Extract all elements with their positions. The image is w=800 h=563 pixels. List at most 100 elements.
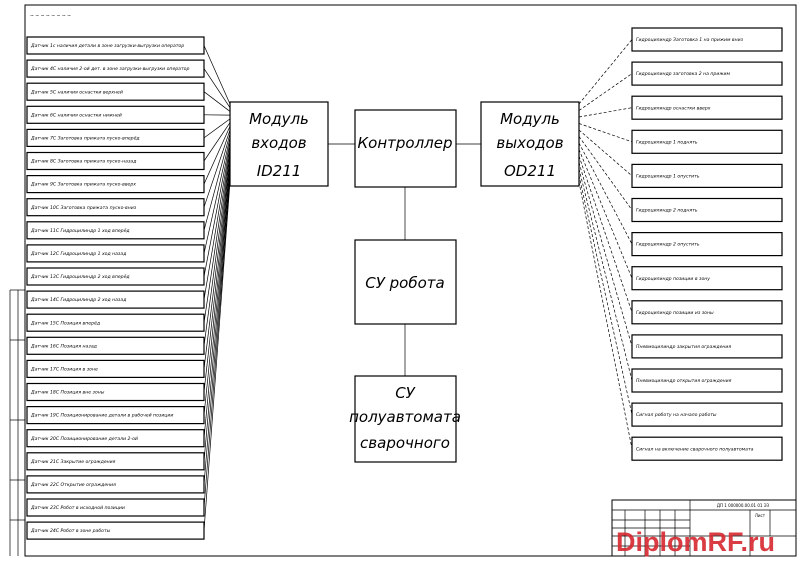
stamp-doc-code: ДП 1 000000.00.01 01 ЭЗ [717,503,770,508]
input-connector [203,144,231,300]
output-signal-label: Гидроцилиндр заготовка 2 на прижим [636,71,730,77]
output-signal-label: Гидроцилиндр 1 опустить [636,174,700,180]
output-connector [578,123,633,143]
input-connector [203,152,231,346]
input-signal-label: Датчик 19С Позиционирование детали в раб… [30,413,173,419]
input-signal-item: Датчик 18С Позиция вне зоны [26,382,205,402]
input-signal-label: Датчик 9С Заготовка прижата пуско-вверх [30,182,136,188]
input-signal-item: Датчик 1с наличия детали в зоне загрузки… [26,36,205,55]
input-signal-label: Датчик 12С Гидроцилиндр 1 ход назад [30,251,126,257]
input-signal-item: Датчик 15С Позиция вперёд [26,313,205,332]
output-signal-item: Гидроцилиндр заготовка 2 на прижим [631,61,783,86]
input-connector [203,133,231,231]
output-module-line-3: OD211 [504,162,556,180]
input-signal-label: Датчик 15С Позиция вперёд [30,320,100,326]
input-signal-item: Датчик 6С наличия оснастки нижней [26,105,205,124]
output-connector [578,129,633,177]
input-signal-label: Датчик 6С наличия оснастки нижней [30,112,122,118]
robot-control-label: СУ робота [365,274,444,292]
input-signal-label: Датчик 16С Позиция назад [30,343,97,349]
sheet-header-text: ~ ~ ~ ~ ~ ~ ~ ~ [30,14,71,19]
input-signal-list: Датчик 1с наличия детали в зоне загрузки… [26,36,205,540]
output-signal-item: Сигнал роботу на начало работы [631,402,783,427]
input-connector [203,167,231,439]
input-connector [203,155,231,369]
input-connector [203,129,231,208]
output-connector [578,181,633,449]
input-signal-item: Датчик 9С Заготовка прижата пуско-вверх [26,175,205,194]
welder-control-line-1: СУ [395,384,415,402]
sheet-frame [24,4,797,557]
input-signal-item: Датчик 13С Гидроцилиндр 2 ход вперёд [26,267,205,286]
output-signal-list: Гидроцилиндр Заготовка 1 на прижим внизГ… [631,27,783,461]
title-block: ДП 1 000000.00.01 01 ЭЗ Лист [611,499,797,557]
input-connector [203,122,231,162]
output-signal-item: Гидроцилиндр Заготовка 1 на прижим вниз [631,27,783,52]
input-signal-item: Датчик 23С Робот в исходной позиции [26,498,205,517]
input-signal-label: Датчик 5С наличия оснастки верхней [30,89,123,95]
output-connector [578,107,633,118]
input-signal-item: Датчик 16С Позиция назад [26,336,205,355]
input-connector [203,174,231,485]
output-signal-label: Гидроцилиндр позиции из зоны [636,310,714,316]
output-signal-item: Гидроцилиндр 1 опустить [631,163,783,188]
controller-block: Контроллер [354,109,457,188]
input-module-block: Модуль входов ID211 [229,101,329,187]
input-module-line-3: ID211 [257,162,302,180]
output-signal-label: Пневмоцилиндр закрытия ограждения [636,344,731,350]
input-signal-item: Датчик 24С Робот в зоне работы [26,521,205,540]
input-connector [203,141,231,277]
output-signal-item: Гидроцилиндр позиции в зону [631,266,783,291]
input-connector [203,137,231,254]
input-module-line-2: входов [251,134,306,152]
output-signal-label: Гидроцилиндр 2 опустить [636,242,700,248]
input-signal-label: Датчик 13С Гидроцилиндр 2 ход вперёд [30,274,130,280]
input-connector [203,170,231,462]
input-signal-label: Датчик 14С Гидроцилиндр 2 ход назад [30,297,126,303]
output-connector [578,39,633,105]
stamp-sheet-label: Лист [755,513,766,518]
output-signal-item: Гидроцилиндр 2 опустить [631,232,783,257]
input-signal-label: Датчик 18С Позиция вне зоны [30,390,105,396]
output-signal-item: Пневмоцилиндр открытия ограждения [631,368,783,393]
input-signal-label: Датчик 10С Заготовка прижата пуско-вниз [30,205,137,211]
input-signal-item: Датчик 14С Гидроцилиндр 2 ход назад [26,290,205,309]
output-signal-label: Гидроцилиндр оснастки вверх [636,105,711,111]
welder-control-block: СУ полуавтомата сварочного [349,375,461,463]
watermark-logo: DiplomRF.ru [616,527,775,557]
output-signal-label: Сигнал на включение сварочного полуавтом… [636,446,754,452]
input-signal-item: Датчик 20С Позиционирование детали 2-ой [26,429,205,448]
robot-control-block: СУ робота [354,239,457,325]
input-signal-item: Датчик 7С Заготовка прижата пуско-вперёд [26,128,205,147]
input-signal-item: Датчик 21С Закрытие ограждения [26,452,205,471]
output-connector [578,73,633,111]
input-signal-label: Датчик 17С Позиция в зоне [30,367,98,373]
input-connector [203,178,231,508]
input-signal-item: Датчик 17С Позиция в зоне [26,359,205,378]
input-signal-item: Датчик 22С Открытие ограждения [26,475,205,494]
input-signal-label: Датчик 1с наличия детали в зоне загрузки… [30,43,184,49]
output-connector [578,149,633,279]
input-signal-item: Датчик 11С Гидроцилиндр 1 ход вперёд [26,221,205,240]
welder-control-line-2: полуавтомата [349,408,461,426]
input-connector [203,91,231,112]
input-signal-label: Датчик 22С Открытие ограждения [30,482,116,488]
output-connector [578,175,633,415]
input-signal-label: Датчик 21С Закрытие ограждения [30,459,116,465]
output-signal-item: Гидроцилиндр оснастки вверх [631,95,783,120]
input-signal-label: Датчик 8С Заготовка прижата пуско-назад [30,159,136,165]
input-connector [203,45,231,105]
input-signal-item: Датчик 5С наличия оснастки верхней [26,82,205,101]
output-signal-label: Гидроцилиндр Заготовка 1 на прижим вниз [636,37,744,43]
output-signal-item: Сигнал на включение сварочного полуавтом… [631,436,783,461]
input-signal-item: Датчик 10С Заготовка прижата пуско-вниз [26,198,205,217]
controller-label: Контроллер [358,134,453,152]
output-connector [578,168,633,381]
output-connector [578,142,633,245]
input-connector [203,148,231,323]
connector-lines [203,39,633,531]
output-signal-label: Гидроцилиндр 1 поднять [636,139,698,145]
output-signal-label: Сигнал роботу на начало работы [636,412,717,418]
input-signal-label: Датчик 7С Заготовка прижата пуско-вперёд [30,136,140,142]
